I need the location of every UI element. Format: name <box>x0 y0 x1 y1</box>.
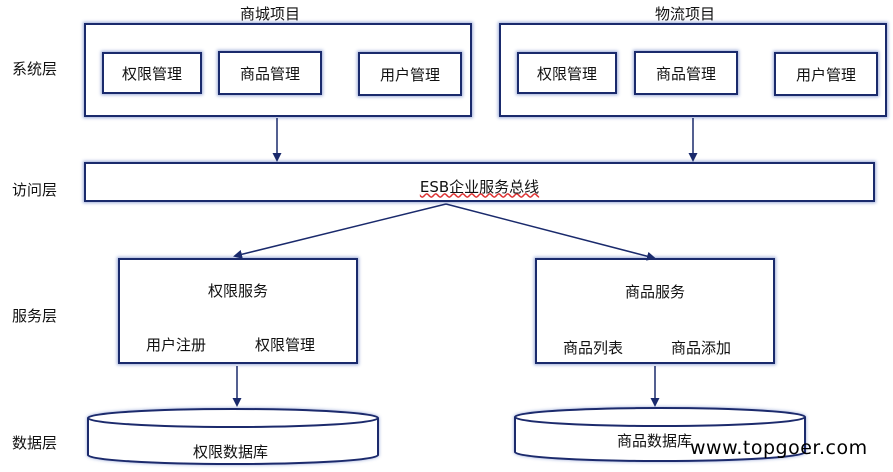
permission-service-title: 权限服务 <box>207 282 268 300</box>
logistics-module-permission: 权限管理 <box>517 52 617 94</box>
project-title-logistics: 物流项目 <box>654 5 715 23</box>
permission-database-label: 权限数据库 <box>193 443 269 461</box>
mall-module-product: 商品管理 <box>218 51 322 95</box>
esb-bus-box: ESB企业服务总线 <box>84 162 875 202</box>
permission-service-item-register: 用户注册 <box>146 336 207 354</box>
layer-label-service: 服务层 <box>12 307 58 325</box>
permission-service-box: 权限服务 用户注册 权限管理 <box>118 258 358 364</box>
arrow-esb-to-product-service <box>445 203 656 261</box>
permission-service-item-permission: 权限管理 <box>255 336 316 354</box>
mall-project-box: 权限管理 商品管理 用户管理 <box>84 23 472 117</box>
layer-label-system: 系统层 <box>12 60 58 78</box>
product-database-cylinder <box>514 407 806 462</box>
product-service-item-list: 商品列表 <box>563 339 624 357</box>
project-title-mall: 商城项目 <box>239 5 300 23</box>
product-service-title: 商品服务 <box>624 283 685 301</box>
logistics-module-user: 用户管理 <box>774 52 878 96</box>
layer-label-data: 数据层 <box>12 434 58 452</box>
product-database-label: 商品数据库 <box>617 432 693 450</box>
mall-module-permission: 权限管理 <box>102 52 202 94</box>
watermark-text: www.topgoer.com <box>690 437 868 459</box>
mall-module-user: 用户管理 <box>358 52 462 96</box>
logistics-project-box: 权限管理 商品管理 用户管理 <box>499 23 887 117</box>
permission-database-cylinder <box>87 408 379 465</box>
esb-bus-label: ESB企业服务总线 <box>419 177 540 196</box>
arrow-esb-to-permission-service <box>233 203 447 259</box>
logistics-module-product: 商品管理 <box>634 51 738 95</box>
product-service-box: 商品服务 商品列表 商品添加 <box>535 258 775 364</box>
product-service-item-add: 商品添加 <box>671 339 732 357</box>
layer-label-access: 访问层 <box>12 181 58 199</box>
